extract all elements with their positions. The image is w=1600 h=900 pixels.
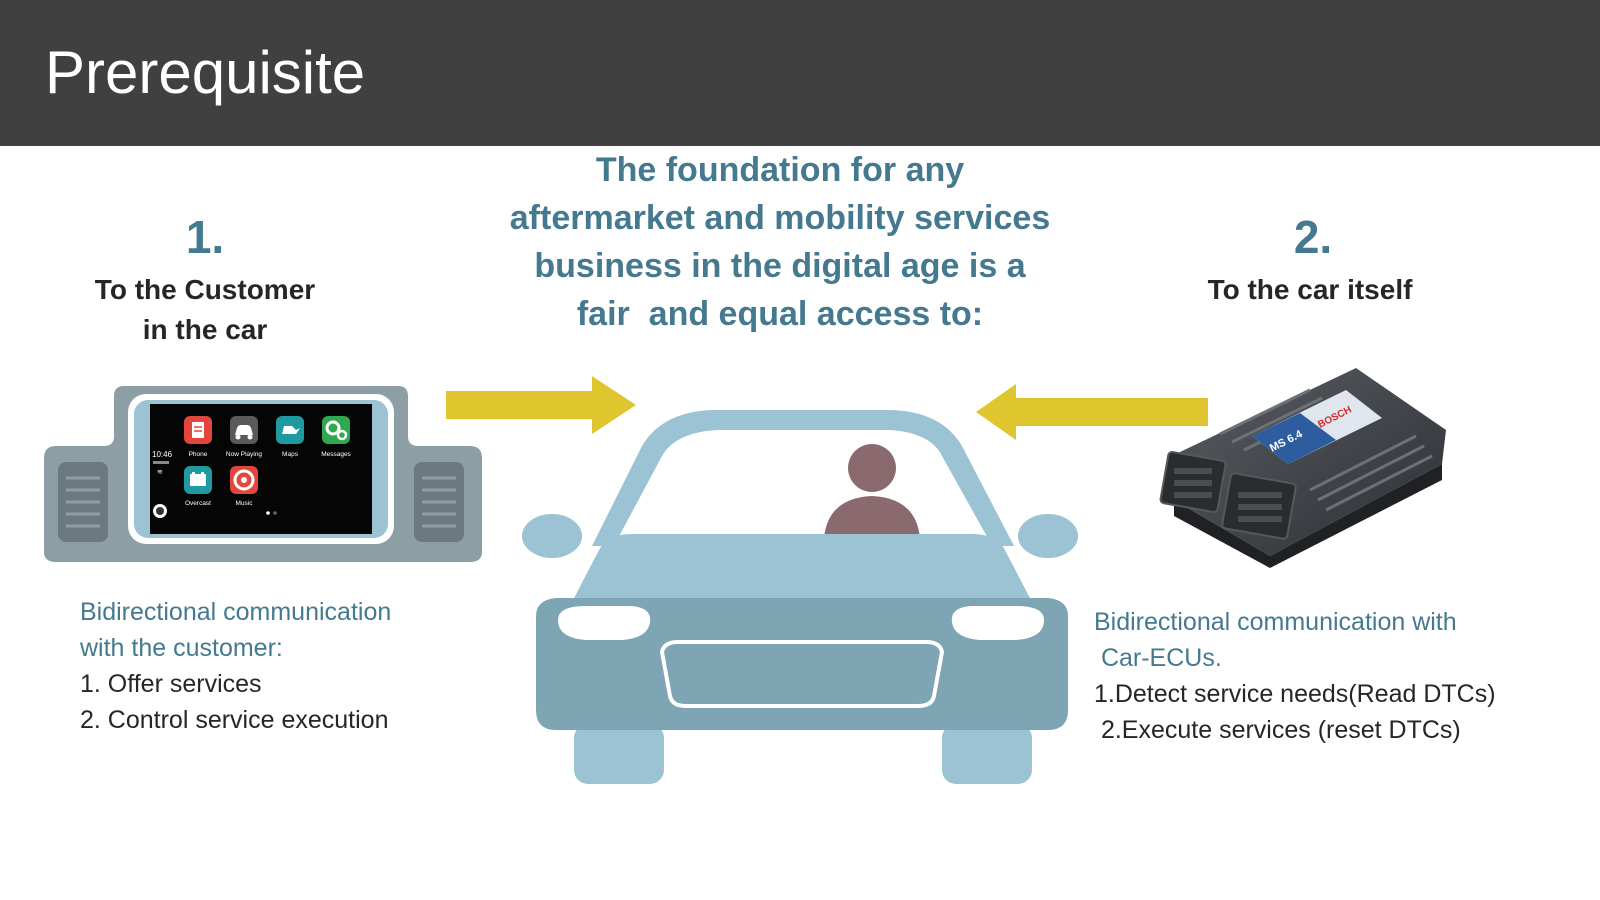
- car-wheel-left: [574, 724, 664, 784]
- car-mirror-left: [522, 514, 582, 558]
- car-grille: [659, 640, 945, 708]
- headline-line: business in the digital age is a: [534, 247, 1026, 285]
- car-wheel-right: [942, 724, 1032, 784]
- car-windshield: [616, 430, 990, 542]
- app-label: Now Playing: [226, 451, 263, 458]
- list-item: 2. Control service execution: [80, 706, 389, 734]
- headlight-right-icon: [951, 606, 1044, 640]
- arrow-right-icon: [446, 376, 636, 434]
- description-intro: Bidirectional communication: [80, 598, 392, 626]
- car-mirror-right: [1018, 514, 1078, 558]
- step-label-customer: To the Customer in the car: [60, 270, 350, 350]
- app-label: Overcast: [185, 500, 211, 507]
- description-intro: Car-ECUs.: [1094, 644, 1222, 672]
- headline-line: aftermarket and mobility services: [509, 199, 1051, 237]
- arrow-left-icon: [976, 384, 1208, 440]
- gears-app-icon: [325, 420, 341, 436]
- headline-line: The foundation for any: [595, 151, 965, 189]
- customer-description: Bidirectional communication with the cus…: [80, 594, 500, 738]
- driver-body: [824, 496, 920, 538]
- app-maps[interactable]: Maps: [276, 416, 304, 458]
- app-music[interactable]: Music: [230, 466, 258, 507]
- list-item: 1. Offer services: [80, 670, 262, 698]
- ecu-illustration: MS 6.4 BOSCH: [1159, 368, 1446, 568]
- page-dot-active: [266, 511, 270, 515]
- clock-text: 10:46: [152, 450, 173, 459]
- list-item: 2.Execute services (reset DTCs): [1094, 716, 1461, 744]
- step-label-car: To the car itself: [1207, 274, 1413, 305]
- driver-head: [848, 444, 896, 492]
- step-label-line: in the car: [142, 314, 268, 345]
- app-phone[interactable]: Phone: [184, 416, 212, 458]
- phone-app-icon: [192, 422, 204, 438]
- car-app-icon: [235, 425, 253, 435]
- app-label: Phone: [189, 451, 208, 458]
- title-bar: Prerequisite: [0, 0, 1600, 146]
- headlight-left-icon: [558, 606, 651, 640]
- page-title: Prerequisite: [45, 39, 366, 106]
- battery-app-icon: [190, 474, 206, 486]
- headline: The foundation for any aftermarket and m…: [470, 146, 1090, 338]
- list-item: 1.Detect service needs(Read DTCs): [1094, 680, 1496, 708]
- oil-can-app-icon: [282, 426, 300, 434]
- wifi-icon: ≋: [157, 468, 163, 476]
- app-label: Messages: [321, 451, 351, 458]
- car-hood: [572, 534, 1032, 602]
- app-now-playing[interactable]: Now Playing: [226, 416, 263, 458]
- step-number-1: 1.: [185, 211, 225, 263]
- ecu-description: Bidirectional communication with Car-ECU…: [1094, 604, 1564, 748]
- page-dot: [273, 511, 277, 515]
- app-messages[interactable]: Messages: [321, 416, 352, 458]
- app-label: Maps: [282, 451, 299, 458]
- step-label-line: To the Customer: [94, 274, 316, 305]
- signal-bars: [153, 461, 169, 464]
- infotainment-illustration: 10:46 ≋ Phone Now Playing Maps Messages …: [44, 386, 482, 562]
- app-label: Music: [236, 500, 254, 507]
- app-overcast[interactable]: Overcast: [184, 466, 212, 507]
- description-intro: Bidirectional communication with: [1094, 608, 1457, 636]
- car-illustration: [522, 410, 1078, 784]
- wheel-app-icon: [233, 469, 255, 491]
- headline-line: fair and equal access to:: [576, 295, 984, 333]
- step-number-2: 2.: [1293, 211, 1333, 263]
- description-intro: with the customer:: [80, 634, 283, 662]
